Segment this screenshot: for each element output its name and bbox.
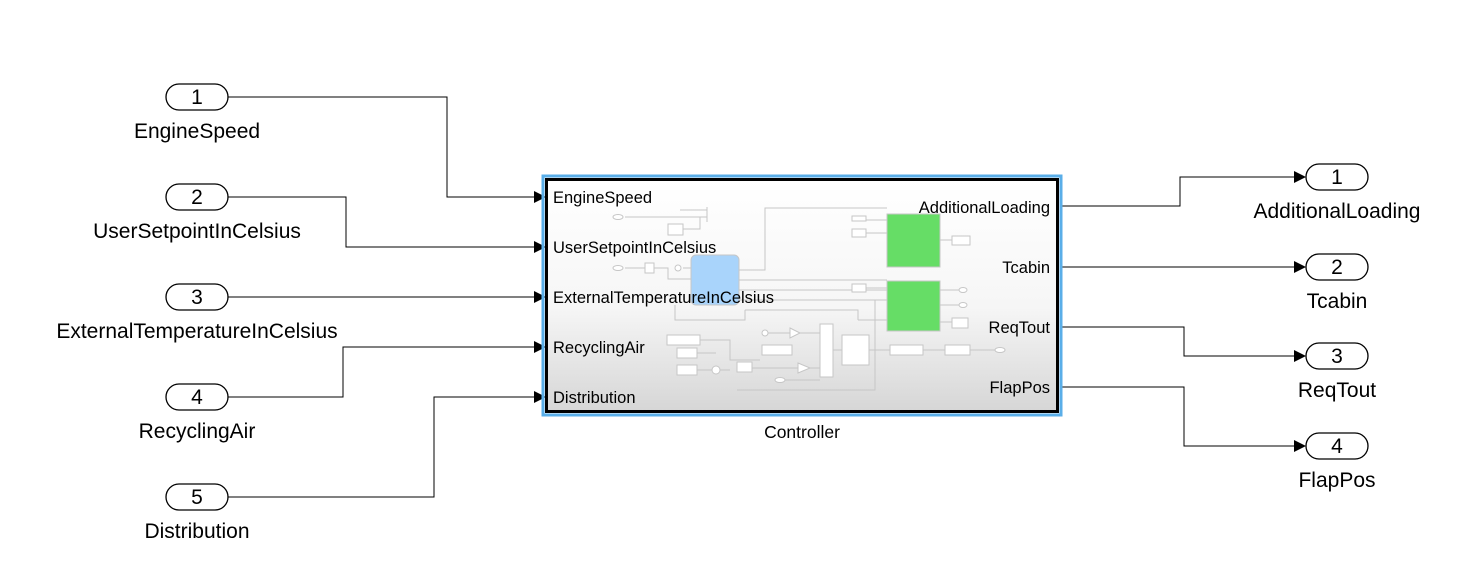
outport-3[interactable]: 3 ReqTout — [1298, 342, 1376, 402]
inport-5[interactable]: 5 Distribution — [144, 483, 250, 543]
outport-label: FlapPos — [1298, 469, 1375, 492]
subsystem-port-label-tcabin: Tcabin — [1002, 259, 1050, 277]
signal-line-recyclingair[interactable] — [228, 346, 534, 398]
inport-4[interactable]: 4 RecyclingAir — [139, 383, 256, 443]
outport-blocks: 1 AdditionalLoading 2 Tcabin 3 ReqTout 4… — [1254, 163, 1421, 492]
outport-2[interactable]: 2 Tcabin — [1305, 253, 1369, 313]
subsystem-preview — [612, 207, 1006, 391]
subsystem-port-label-enginespeed: EngineSpeed — [553, 189, 652, 207]
signal-line-usersetpoint[interactable] — [228, 196, 534, 248]
subsystem-port-label-usersetpoint: UserSetpointInCelsius — [553, 239, 716, 257]
inport-number: 3 — [191, 286, 203, 309]
subsystem-port-label-recyclingair: RecyclingAir — [553, 339, 645, 357]
input-arrowheads — [534, 191, 546, 403]
outport-number: 2 — [1331, 256, 1343, 279]
inport-number: 5 — [191, 486, 203, 509]
signal-line-additionalloading[interactable] — [1060, 176, 1294, 207]
green-block-bottom — [886, 280, 941, 332]
inport-number: 1 — [191, 86, 203, 109]
signal-line-flappos[interactable] — [1060, 386, 1294, 447]
inport-1[interactable]: 1 EngineSpeed — [134, 83, 260, 143]
inport-blocks: 1 EngineSpeed 2 UserSetpointInCelsius 3 … — [56, 83, 338, 543]
outport-4[interactable]: 4 FlapPos — [1298, 432, 1376, 492]
subsystem-port-label-distribution: Distribution — [553, 389, 636, 407]
outport-number: 1 — [1331, 166, 1343, 189]
inport-label: RecyclingAir — [139, 420, 256, 443]
inport-label: ExternalTemperatureInCelsius — [56, 320, 337, 343]
signal-line-reqtout[interactable] — [1060, 326, 1294, 357]
subsystem-name: Controller — [764, 422, 840, 442]
selection-highlight — [541, 174, 1063, 417]
outport-label: Tcabin — [1307, 290, 1368, 313]
inport-3[interactable]: 3 ExternalTemperatureInCelsius — [56, 283, 338, 343]
subsystem-port-label-flappos: FlapPos — [989, 379, 1050, 397]
signal-line-enginespeed[interactable] — [228, 96, 534, 198]
output-arrowheads — [1294, 171, 1306, 452]
inport-label: EngineSpeed — [134, 120, 260, 143]
outport-label: AdditionalLoading — [1254, 200, 1421, 223]
inport-2[interactable]: 2 UserSetpointInCelsius — [93, 183, 301, 243]
controller-subsystem[interactable]: EngineSpeed UserSetpointInCelsius Extern… — [541, 174, 1063, 442]
output-signal-lines — [1060, 176, 1294, 447]
green-block-top — [886, 213, 941, 268]
outport-label: ReqTout — [1298, 379, 1376, 402]
outport-1[interactable]: 1 AdditionalLoading — [1254, 163, 1421, 223]
subsystem-body — [545, 178, 1059, 413]
input-signal-lines — [228, 96, 534, 498]
signal-line-distribution[interactable] — [228, 396, 534, 498]
subsystem-port-label-additionalloading: AdditionalLoading — [919, 199, 1050, 217]
inport-number: 4 — [191, 386, 203, 409]
subsystem-port-label-reqtout: ReqTout — [989, 319, 1051, 337]
subsystem-port-label-externaltemperature: ExternalTemperatureInCelsius — [553, 289, 774, 307]
outport-number: 4 — [1331, 435, 1343, 458]
stateflow-chart-block — [690, 254, 740, 306]
inport-label: UserSetpointInCelsius — [93, 220, 301, 243]
inport-number: 2 — [191, 186, 203, 209]
outport-number: 3 — [1331, 345, 1343, 368]
inport-label: Distribution — [144, 520, 249, 543]
